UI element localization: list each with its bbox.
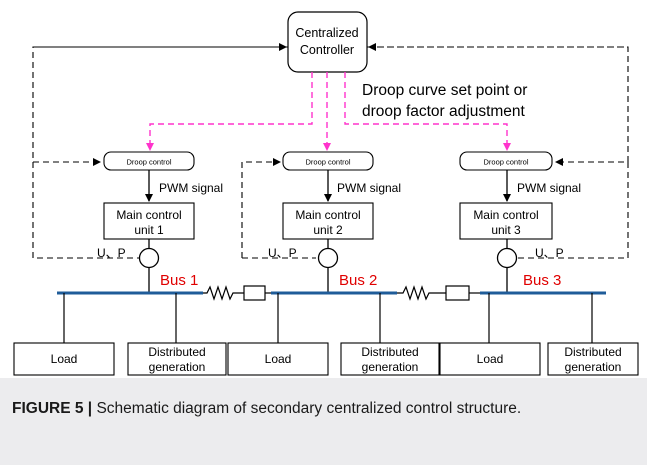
distributed-generation-3: Distributed generation xyxy=(547,342,639,376)
unit-label-line1: Main control xyxy=(116,208,181,222)
droop-commands xyxy=(146,72,511,151)
bus-label: Bus 1 xyxy=(160,272,198,289)
droop-control-label: Droop control xyxy=(126,158,171,167)
line-impedance-1 xyxy=(203,285,271,301)
unit-label-line1: Main control xyxy=(473,208,538,222)
dg-label-line1: Distributed xyxy=(564,345,621,359)
sensor-icon xyxy=(496,247,518,269)
droop-command-3 xyxy=(344,72,511,151)
droop-control-label: Droop control xyxy=(483,158,528,167)
annotation-line1: Droop curve set point or xyxy=(362,82,527,99)
droop-control-box xyxy=(459,151,553,171)
figure-label: FIGURE 5 | xyxy=(12,400,93,417)
measure-label: U、P xyxy=(97,246,126,260)
link-measure3-return xyxy=(510,162,629,259)
pwm-signal-label: PWM signal xyxy=(517,181,581,195)
communication-links xyxy=(32,43,629,259)
dg-label-line2: generation xyxy=(362,360,419,374)
unit-label-line2: unit 2 xyxy=(313,223,343,237)
unit-1: Droop control PWM signal Main control un… xyxy=(97,151,223,293)
annotation-line2: droop factor adjustment xyxy=(362,103,526,120)
load-1: Load xyxy=(13,342,115,376)
main-control-unit xyxy=(459,202,553,240)
controller-label-line1: Centralized xyxy=(295,26,358,40)
pwm-signal-label: PWM signal xyxy=(159,181,223,195)
feeders xyxy=(63,293,593,343)
dg-label-line1: Distributed xyxy=(148,345,205,359)
main-control-unit xyxy=(282,202,374,240)
droop-command-1 xyxy=(146,72,313,151)
figure-caption: FIGURE 5 | Schematic diagram of secondar… xyxy=(12,398,632,419)
unit-label-line2: unit 3 xyxy=(491,223,521,237)
load-label: Load xyxy=(477,352,504,366)
sensor-icon xyxy=(138,247,160,269)
caption-background xyxy=(0,378,647,465)
droop-control-label: Droop control xyxy=(305,158,350,167)
controller-label-line2: Controller xyxy=(300,43,354,57)
measure-label: U、P xyxy=(268,246,297,260)
unit-3: Droop control PWM signal Main control un… xyxy=(459,151,581,293)
link-controller-droop3 xyxy=(367,46,629,166)
main-control-unit xyxy=(103,202,195,240)
load-label: Load xyxy=(51,352,78,366)
link-to-droop2 xyxy=(241,158,281,258)
dg-label-line1: Distributed xyxy=(361,345,418,359)
link-measure1-return xyxy=(32,162,145,259)
caption-text: Schematic diagram of secondary centraliz… xyxy=(96,400,522,417)
unit-label-line2: unit 1 xyxy=(134,223,164,237)
bus-label: Bus 2 xyxy=(339,272,377,289)
link-controller-droop1 xyxy=(32,46,288,166)
bus-label: Bus 3 xyxy=(523,272,561,289)
line-impedance-2 xyxy=(397,285,480,301)
load-label: Load xyxy=(265,352,292,366)
distributed-generation-1: Distributed generation xyxy=(127,342,227,376)
unit-label-line1: Main control xyxy=(295,208,360,222)
load-3: Load xyxy=(439,342,541,376)
sensor-icon xyxy=(317,247,339,269)
measure-label: U、P xyxy=(535,246,564,260)
unit-2: Droop control PWM signal Main control un… xyxy=(268,151,401,293)
dg-label-line2: generation xyxy=(149,360,206,374)
pwm-signal-label: PWM signal xyxy=(337,181,401,195)
dg-label-line2: generation xyxy=(565,360,622,374)
load-2: Load xyxy=(227,342,329,376)
distributed-generation-2: Distributed generation xyxy=(340,342,440,376)
centralized-controller: Centralized Controller xyxy=(287,11,368,73)
